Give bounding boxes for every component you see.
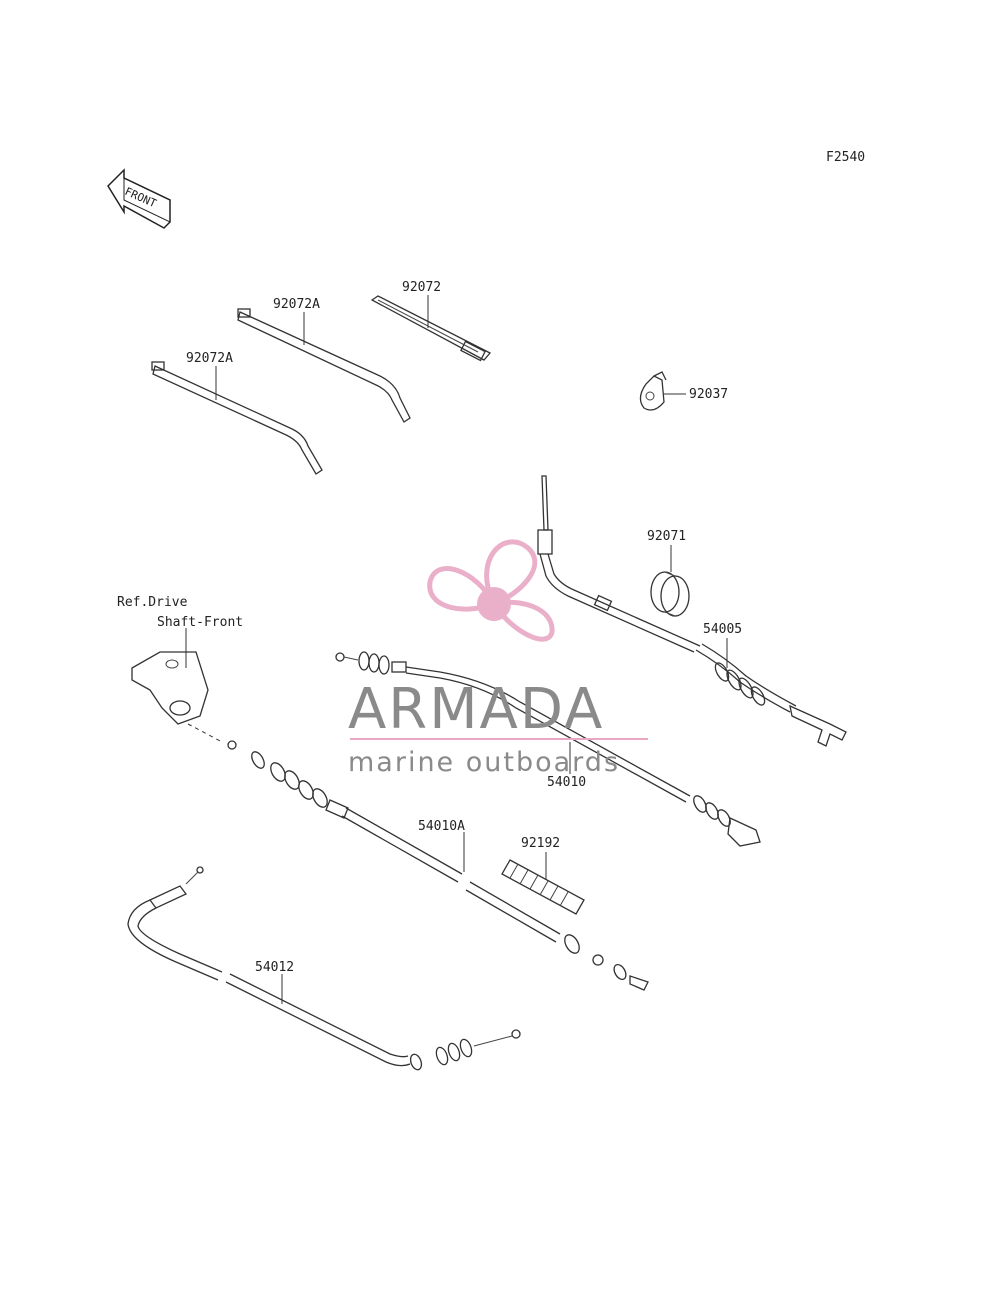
cable-54012 — [127, 866, 521, 1071]
drive-shaft-bracket — [131, 651, 209, 725]
label-92072: 92072 — [402, 280, 441, 295]
label-92037: 92037 — [689, 387, 728, 402]
cable-54010a — [227, 740, 649, 991]
label-54010: 54010 — [547, 775, 586, 790]
clamp-92037 — [639, 371, 667, 411]
label-54012: 54012 — [255, 960, 294, 975]
front-arrow-icon: FRONT — [107, 168, 171, 229]
watermark-tagline: marine outboards — [348, 747, 620, 778]
cable-54010 — [335, 651, 761, 847]
propeller-logo-icon — [427, 539, 555, 642]
boot-92192 — [501, 859, 585, 915]
label-54010a: 54010A — [418, 819, 465, 834]
cable-54005 — [537, 475, 847, 747]
cable-tie-92072 — [370, 295, 492, 362]
ref-note-line1: Ref.Drive — [117, 595, 188, 610]
figure-code: F2540 — [826, 150, 865, 165]
label-92072a-upper: 92072A — [273, 297, 320, 312]
label-92072a-lower: 92072A — [186, 351, 233, 366]
cable-tie-92072a-lower — [151, 361, 323, 475]
label-54005: 54005 — [703, 622, 742, 637]
grommet-92071 — [650, 571, 690, 617]
cable-tie-92072a-upper — [237, 308, 411, 423]
label-92192: 92192 — [521, 836, 560, 851]
leader-bracket-dash — [187, 723, 223, 743]
watermark-brand: ARMADA — [348, 677, 604, 742]
label-92071: 92071 — [647, 529, 686, 544]
ref-note-line2: Shaft-Front — [157, 615, 243, 630]
